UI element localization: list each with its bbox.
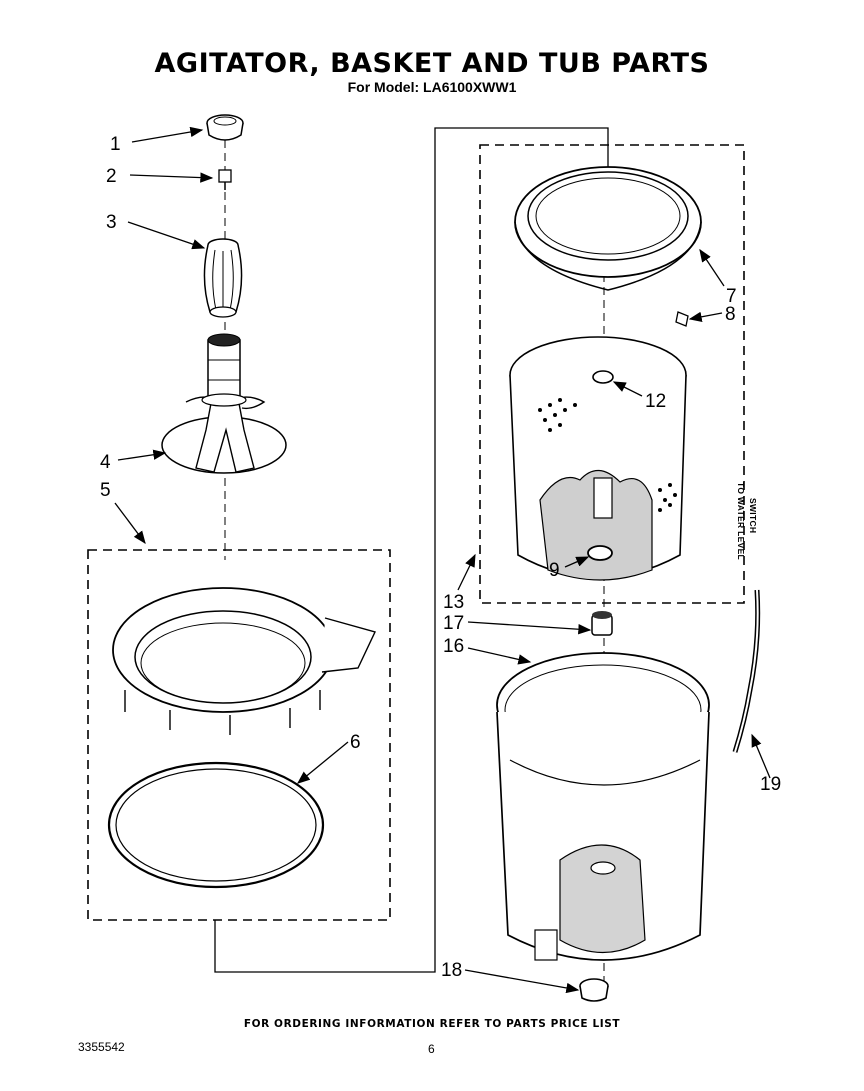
water-level-note-line1: TO WATER LEVEL: [736, 482, 746, 560]
drain-bearing-part: [579, 978, 609, 1002]
group-box-left: [87, 549, 391, 921]
clip-part: [675, 311, 689, 327]
callout-3: 3: [106, 212, 117, 233]
basket-seal-part: [587, 545, 613, 561]
callout-4: 4: [100, 452, 111, 473]
model-subtitle: For Model: LA6100XWW1: [347, 79, 517, 95]
tub-bearing-part: [591, 611, 613, 636]
callout-17: 17: [443, 613, 464, 634]
callout-8: 8: [725, 304, 736, 325]
water-level-note-line2: SWITCH: [748, 498, 758, 533]
balance-ring-part: [514, 166, 702, 291]
callout-7: 7: [726, 286, 737, 307]
connector-line: [214, 127, 609, 973]
page-number: 6: [428, 1042, 435, 1056]
callout-5: 5: [100, 480, 111, 501]
callout-6: 6: [350, 732, 361, 753]
agitator-part: [161, 333, 287, 474]
callout-16: 16: [443, 636, 464, 657]
callout-2: 2: [106, 166, 117, 187]
outer-tub-part: [496, 652, 710, 961]
group-box-right: [479, 144, 745, 604]
water-level-hose-part: [732, 589, 761, 753]
callout-13: 13: [443, 592, 464, 613]
fastener-part: [218, 169, 232, 190]
page-title: AGITATOR, BASKET AND TUB PARTS: [154, 48, 710, 79]
tub-gasket-part: [107, 761, 325, 889]
agitator-cap-part: [206, 114, 244, 141]
callout-9: 9: [549, 560, 560, 581]
tub-ring-part: [112, 587, 376, 735]
callout-12: 12: [645, 391, 666, 412]
basket-part: [509, 336, 687, 581]
callout-19: 19: [760, 774, 781, 795]
callout-18: 18: [441, 960, 462, 981]
basket-nut-part: [592, 370, 614, 384]
agitator-cam-part: [203, 238, 243, 318]
ordering-info: FOR ORDERING INFORMATION REFER TO PARTS …: [243, 1018, 621, 1030]
document-number: 3355542: [78, 1040, 125, 1054]
callout-1: 1: [110, 134, 121, 155]
leader-arrows: [114, 126, 771, 994]
